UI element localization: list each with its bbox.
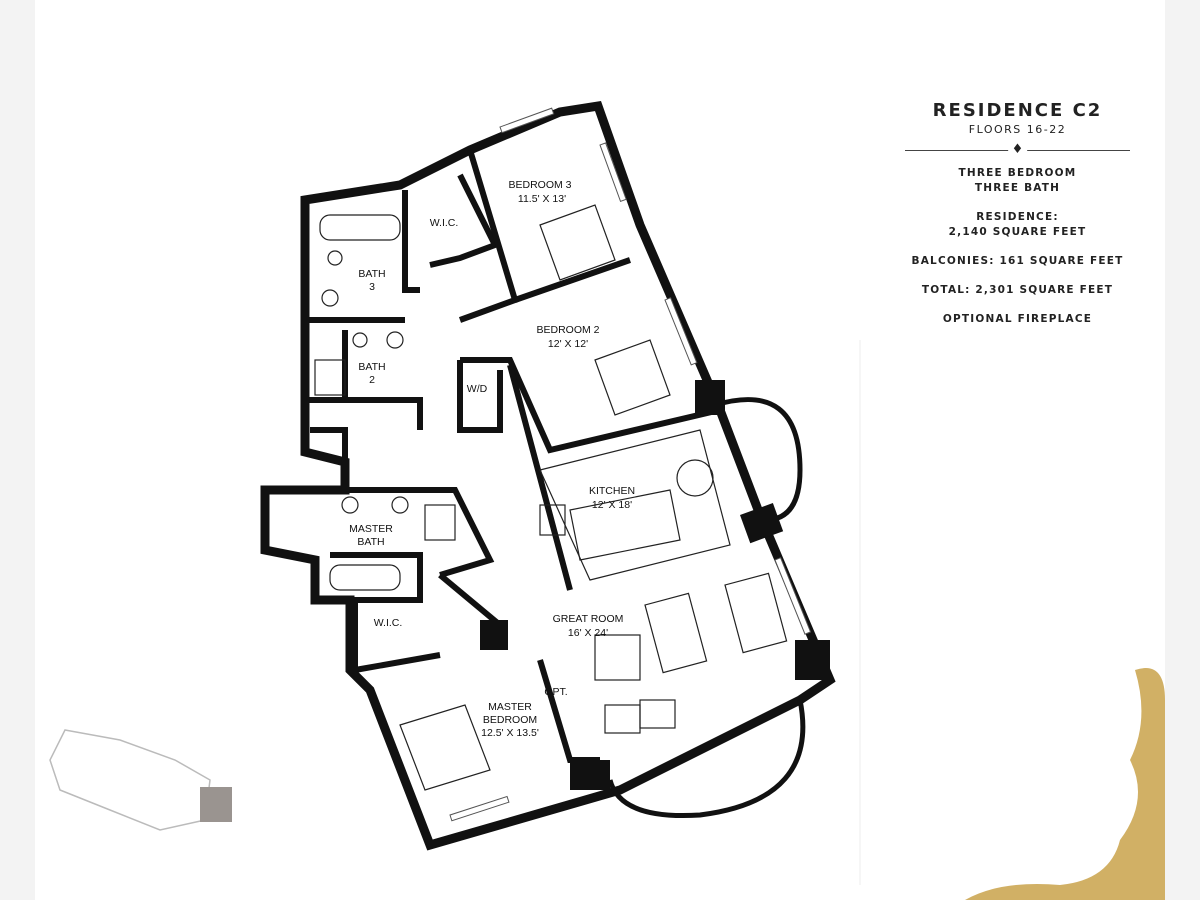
label-kitchen: KITCHEN bbox=[589, 485, 635, 497]
balcony-bay-upper bbox=[714, 397, 803, 523]
size-bedroom2: 12' X 12' bbox=[548, 338, 588, 350]
crest-icon: ♦ bbox=[1007, 142, 1028, 158]
great-room-furniture bbox=[594, 572, 788, 734]
floors-label: FLOORS 16-22 bbox=[968, 123, 1067, 136]
label-bedroom2: BEDROOM 2 bbox=[536, 324, 599, 336]
beds bbox=[399, 204, 671, 791]
label-wic-top: W.I.C. bbox=[430, 217, 459, 229]
label-bath3-1: BATH bbox=[358, 268, 385, 280]
optional-fireplace-note: OPTIONAL FIREPLACE bbox=[942, 313, 1093, 325]
bedroom-count: THREE BEDROOM bbox=[958, 167, 1077, 179]
ornament-divider: ♦ bbox=[895, 142, 1140, 158]
label-bath2-2: 2 bbox=[369, 374, 375, 386]
label-bath3-2: 3 bbox=[369, 281, 375, 293]
label-washer-dryer: W/D bbox=[467, 383, 488, 395]
label-master-bedroom-2: BEDROOM bbox=[483, 714, 537, 726]
size-great-room: 16' X 24' bbox=[568, 627, 608, 639]
residence-info-panel: RESIDENCE C2 FLOORS 16-22 ♦ THREE BEDROO… bbox=[895, 100, 1140, 327]
size-kitchen: 12' X 18' bbox=[592, 499, 632, 511]
kitchen-fixtures bbox=[539, 429, 731, 581]
label-bedroom3: BEDROOM 3 bbox=[508, 179, 571, 191]
residence-title: RESIDENCE C2 bbox=[932, 100, 1103, 121]
bath-count: THREE BATH bbox=[974, 182, 1061, 194]
total-area: TOTAL: 2,301 SQUARE FEET bbox=[921, 284, 1114, 296]
label-master-bath-1: MASTER bbox=[349, 523, 393, 535]
size-bedroom3: 11.5' X 13' bbox=[518, 193, 566, 205]
balcony-bay-lower bbox=[607, 699, 806, 819]
bath-fixtures bbox=[314, 214, 456, 591]
label-wic-master: W.I.C. bbox=[374, 617, 403, 629]
residence-area: 2,140 SQUARE FEET bbox=[948, 226, 1087, 238]
wall-columns bbox=[480, 380, 830, 790]
residence-label: RESIDENCE: bbox=[976, 211, 1059, 223]
exterior-walls bbox=[260, 100, 836, 851]
label-master-bath-2: BATH bbox=[357, 536, 384, 548]
label-master-bedroom-1: MASTER bbox=[488, 701, 532, 713]
size-master-bedroom: 12.5' X 13.5' bbox=[481, 727, 539, 739]
label-great-room: GREAT ROOM bbox=[553, 613, 624, 625]
balconies-area: BALCONIES: 161 SQUARE FEET bbox=[911, 255, 1124, 267]
gold-ornament bbox=[965, 668, 1165, 900]
key-plan-highlight bbox=[200, 787, 232, 822]
label-bath2-1: BATH bbox=[358, 361, 385, 373]
windows bbox=[449, 107, 812, 822]
key-plan bbox=[49, 729, 232, 831]
label-optional-fireplace: OPT. bbox=[544, 686, 567, 698]
